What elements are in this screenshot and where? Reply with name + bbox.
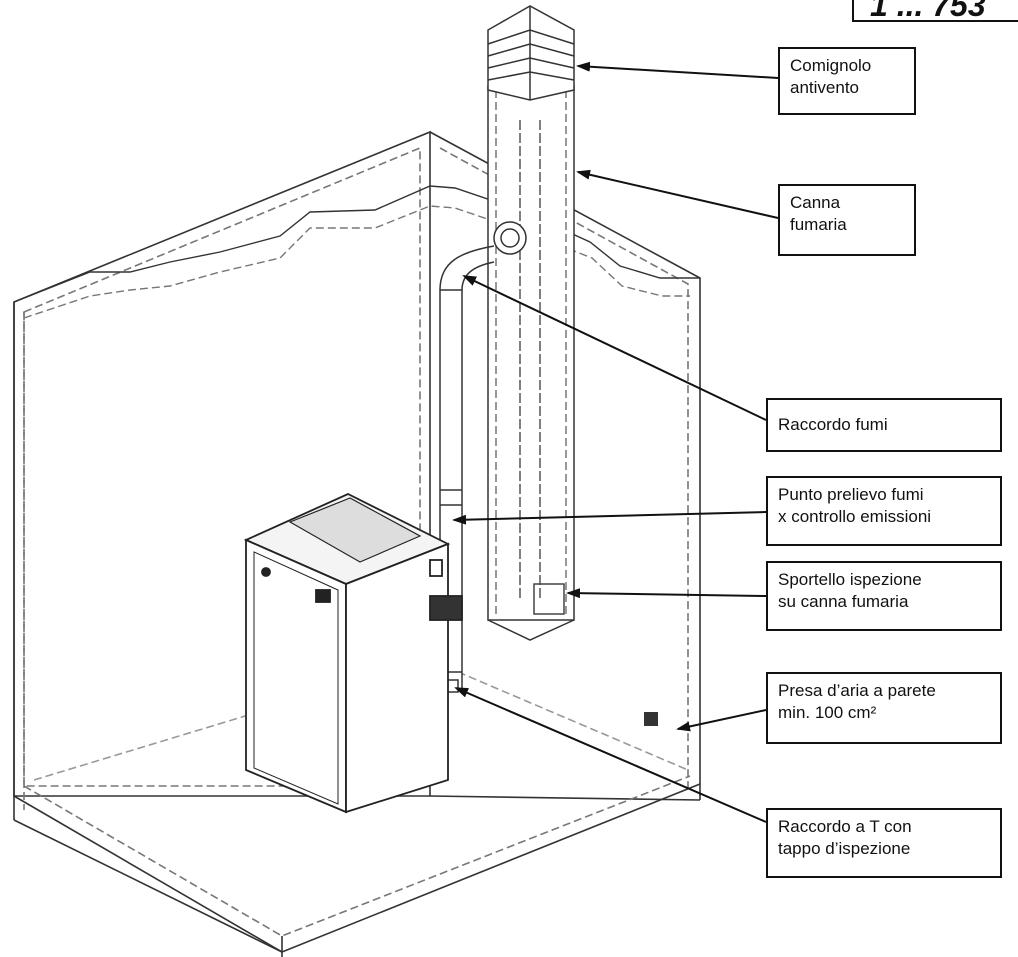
- arrow-raccordo-t: [454, 687, 767, 823]
- ceiling-cornice: [13, 185, 700, 319]
- arrow-presa-aria: [676, 709, 767, 732]
- air-intake-grille: [644, 712, 658, 726]
- arrow-punto-prelievo: [452, 511, 767, 525]
- arrow-sportello: [566, 588, 767, 599]
- arrow-raccordo-fumi: [462, 275, 767, 421]
- label-sportello-ispezione: Sportello ispezione su canna fumaria: [766, 561, 1002, 631]
- arrow-canna: [576, 169, 779, 219]
- leader-arrows: [452, 61, 779, 823]
- canna-fumaria-drawing: [487, 85, 575, 641]
- label-raccordo-a-t: Raccordo a T con tappo d’ispezione: [766, 808, 1002, 878]
- comignolo-drawing: [487, 5, 575, 101]
- label-comignolo-antivento: Comignolo antivento: [778, 47, 916, 115]
- code-badge: 1 ... 753: [852, 0, 1018, 22]
- label-raccordo-fumi: Raccordo fumi: [766, 398, 1002, 452]
- label-punto-prelievo-fumi: Punto prelievo fumi x controllo emission…: [766, 476, 1002, 546]
- label-canna-fumaria: Canna fumaria: [778, 184, 916, 256]
- boiler-drawing: [243, 493, 463, 814]
- label-presa-aria: Presa d’aria a parete min. 100 cm²: [766, 672, 1002, 744]
- arrow-comignolo: [576, 61, 779, 79]
